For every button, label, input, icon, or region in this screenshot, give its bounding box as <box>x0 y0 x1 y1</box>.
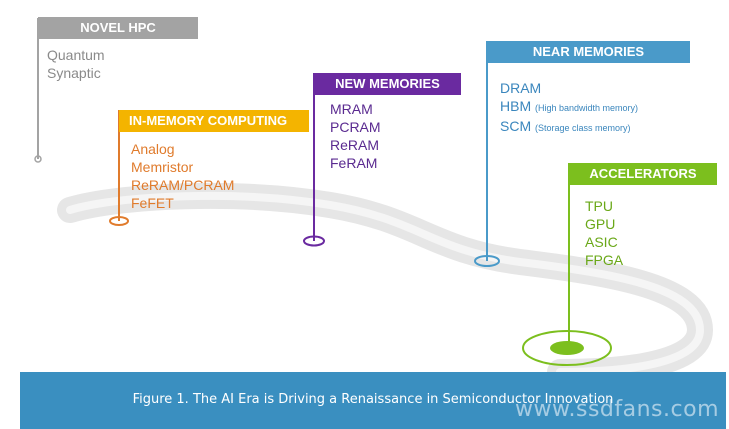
list-item: Analog <box>131 141 175 157</box>
item-name: DRAM <box>500 80 542 96</box>
list-item: PCRAM <box>330 119 381 135</box>
watermark: www.ssdfans.com <box>515 397 719 422</box>
in-memory-computing-list: Analog Memristor ReRAM/PCRAM FeFET <box>131 140 234 212</box>
accelerators-flag: ACCELERATORS <box>569 163 717 185</box>
list-item: MRAM <box>330 101 373 117</box>
list-item: DRAM <box>500 79 638 97</box>
list-item: FPGA <box>585 252 624 268</box>
marker-accelerators-inner <box>550 341 584 355</box>
new-memories-list: MRAM PCRAM ReRAM FeRAM <box>330 100 381 172</box>
accelerators-list: TPU GPU ASIC FPGA <box>585 197 623 269</box>
near-memories-list: DRAM HBM (High bandwidth memory) SCM (St… <box>500 79 638 137</box>
item-note: (Storage class memory) <box>535 123 631 133</box>
marker-near-memories <box>474 255 500 267</box>
item-note: (High bandwidth memory) <box>535 103 639 113</box>
marker-novel-hpc <box>34 155 42 163</box>
item-name: SCM <box>500 118 532 134</box>
list-item: TPU <box>585 198 613 214</box>
novel-hpc-flag: NOVEL HPC <box>38 17 198 39</box>
caption-bar: Figure 1. The AI Era is Driving a Renais… <box>20 372 726 429</box>
road-edge <box>66 191 705 376</box>
marker-accelerators-outer <box>522 330 612 366</box>
list-item: Quantum <box>47 47 105 63</box>
item-name: HBM <box>500 98 532 114</box>
list-item: Synaptic <box>47 65 101 81</box>
near-memories-flag: NEAR MEMORIES <box>487 41 690 63</box>
list-item: Memristor <box>131 159 194 175</box>
new-memories-flag: NEW MEMORIES <box>314 73 461 95</box>
list-item: ReRAM/PCRAM <box>131 177 235 193</box>
list-item: FeRAM <box>330 155 378 171</box>
list-item: ASIC <box>585 234 618 250</box>
figure-caption: Figure 1. The AI Era is Driving a Renais… <box>132 392 614 407</box>
marker-new-memories <box>303 235 325 247</box>
marker-in-memory <box>109 216 129 226</box>
novel-hpc-list: Quantum Synaptic <box>47 46 105 82</box>
list-item: ReRAM <box>330 137 380 153</box>
in-memory-computing-flag: IN-MEMORY COMPUTING <box>119 110 309 132</box>
list-item: FeFET <box>131 195 174 211</box>
list-item: GPU <box>585 216 616 232</box>
list-item: SCM (Storage class memory) <box>500 117 638 137</box>
list-item: HBM (High bandwidth memory) <box>500 97 638 117</box>
